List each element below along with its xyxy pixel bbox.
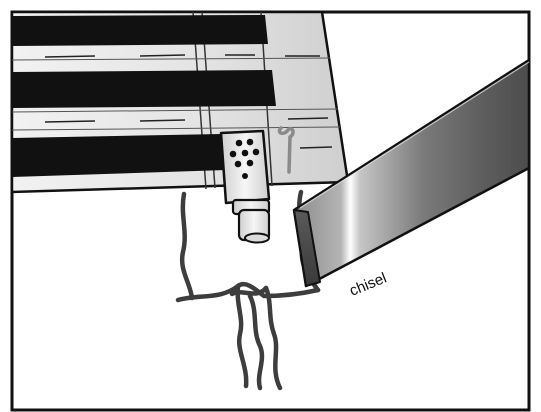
- chisel: [292, 58, 531, 288]
- black-strip-3: [12, 134, 226, 177]
- terminal-lug: [219, 129, 271, 244]
- circuit-board: [10, 10, 350, 194]
- black-strip-1: [12, 15, 268, 46]
- black-strip-2: [12, 70, 276, 108]
